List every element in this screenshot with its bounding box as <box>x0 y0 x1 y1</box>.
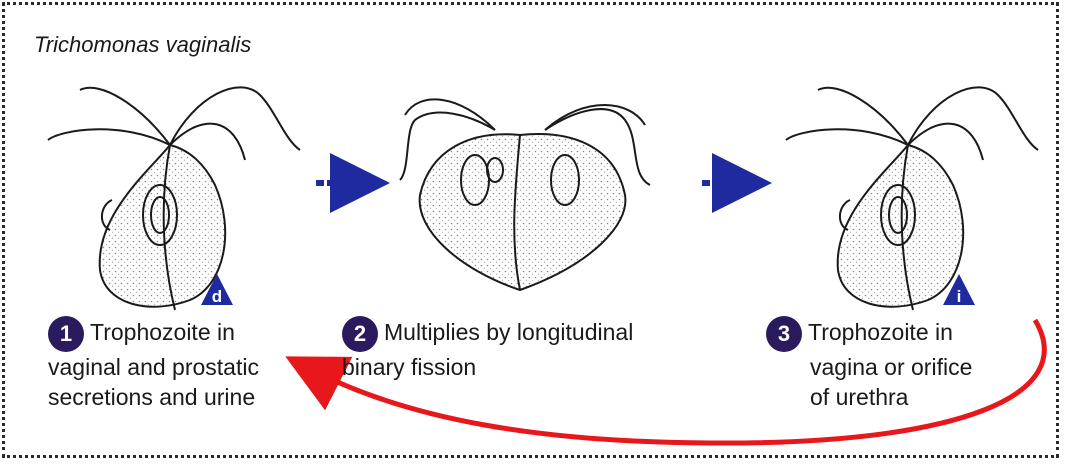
stage-1-line-2: vaginal and prostatic <box>48 354 259 380</box>
trophozoite-1-figure <box>48 87 300 310</box>
stage-2-line-2: binary fission <box>342 354 476 380</box>
stage-3-number-badge: 3 <box>766 316 802 352</box>
stage-1-number-badge: 1 <box>48 316 84 352</box>
svg-text:d: d <box>212 287 222 306</box>
stage-3-line-2: vagina or orifice <box>810 354 972 380</box>
stage-2-number-badge: 2 <box>342 316 378 352</box>
stage-3-line-1: Trophozoite in <box>808 319 953 345</box>
stage-1-line-1: Trophozoite in <box>90 319 235 345</box>
stage-1-line-3: secretions and urine <box>48 384 255 410</box>
trophozoite-3-figure <box>786 87 1038 310</box>
stage-3-line-3: of urethra <box>810 384 908 410</box>
svg-text:i: i <box>957 287 962 306</box>
dividing-trophozoite-figure <box>400 99 650 290</box>
stage-2-line-1: Multiplies by longitudinal <box>384 319 633 345</box>
